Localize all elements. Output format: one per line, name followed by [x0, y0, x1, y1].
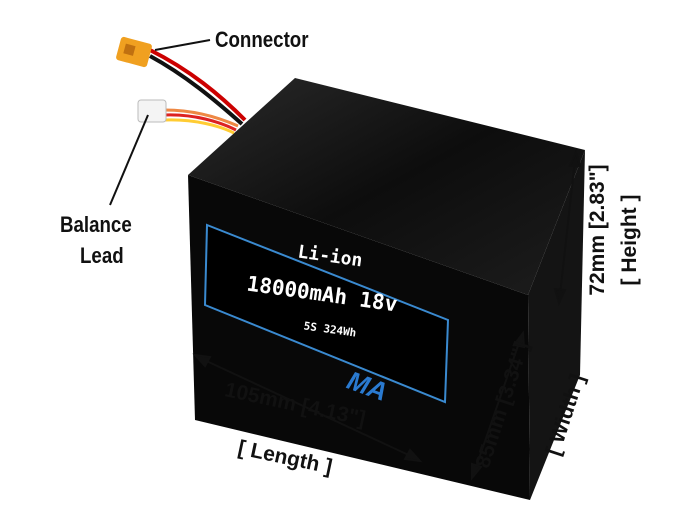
- battery-label-panel: [203, 223, 450, 404]
- balance-callout-line1: Balance: [60, 212, 132, 237]
- xt-connector-icon: [116, 36, 152, 68]
- balance-callout-line2: Lead: [80, 243, 124, 268]
- connector-leader-line: [154, 39, 211, 51]
- height-dimension: 72mm [2.83"]: [586, 164, 609, 296]
- height-name: [ Height ]: [618, 194, 641, 286]
- balance-leader-line: [109, 114, 149, 206]
- wires: [149, 48, 247, 135]
- dimension-arrows: [192, 149, 582, 481]
- battery-side-face: [528, 150, 585, 500]
- battery-top-face: [188, 78, 585, 295]
- balance-plug-icon: [137, 99, 167, 123]
- connector-callout: Connector: [215, 27, 309, 52]
